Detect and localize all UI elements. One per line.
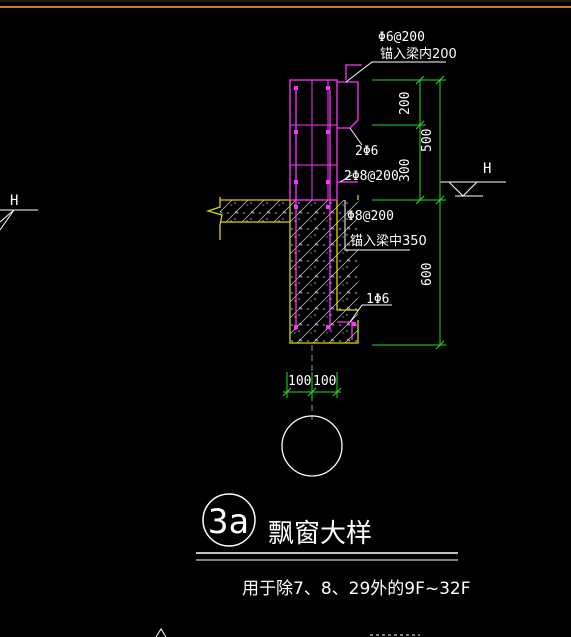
level-mark-right: H [440,161,506,197]
dim-left-100: 100 [288,374,311,389]
label-corner-bars: 2Φ6 [355,144,378,159]
axis-bubble [281,415,343,477]
detail-title: 飘窗大样 [268,519,372,549]
detail-note: 用于除7、8、29外的9F~32F [242,579,471,599]
detail-number: 3a [208,502,249,542]
label-top-rebar-note: 锚入梁内200 [380,46,457,62]
bottom-partial-marks [155,628,420,637]
label-lower-rebar-spec: Φ8@200 [347,209,394,224]
concrete-beam [290,200,358,343]
break-line [205,197,223,240]
dim-600: 600 [420,263,435,286]
dim-200: 200 [398,92,413,115]
leader-lines [339,61,446,323]
label-bottom-bars: 1Φ6 [366,292,389,307]
label-mid-bars: 2Φ8@200 [344,169,399,184]
dim-300: 300 [398,159,413,182]
detail-number-circle [202,493,256,547]
concrete-outline [289,195,359,344]
level-mark-left: H [0,193,38,231]
level-mark-right-label: H [483,161,491,177]
label-top-rebar-spec: Φ6@200 [378,30,425,45]
horizontal-dimensions [282,372,342,398]
level-mark-left-label: H [10,193,18,209]
dim-right-100: 100 [313,374,336,389]
label-lower-rebar-note: 锚入梁中350 [350,234,427,249]
floor-slab [205,197,290,240]
dim-500: 500 [420,129,435,152]
upstand-wall [289,79,338,201]
rebar-dots [294,86,356,329]
vertical-dimensions [372,75,446,350]
detail-title-block: 3a 飘窗大样 用于除7、8、29外的9F~32F [196,493,471,599]
